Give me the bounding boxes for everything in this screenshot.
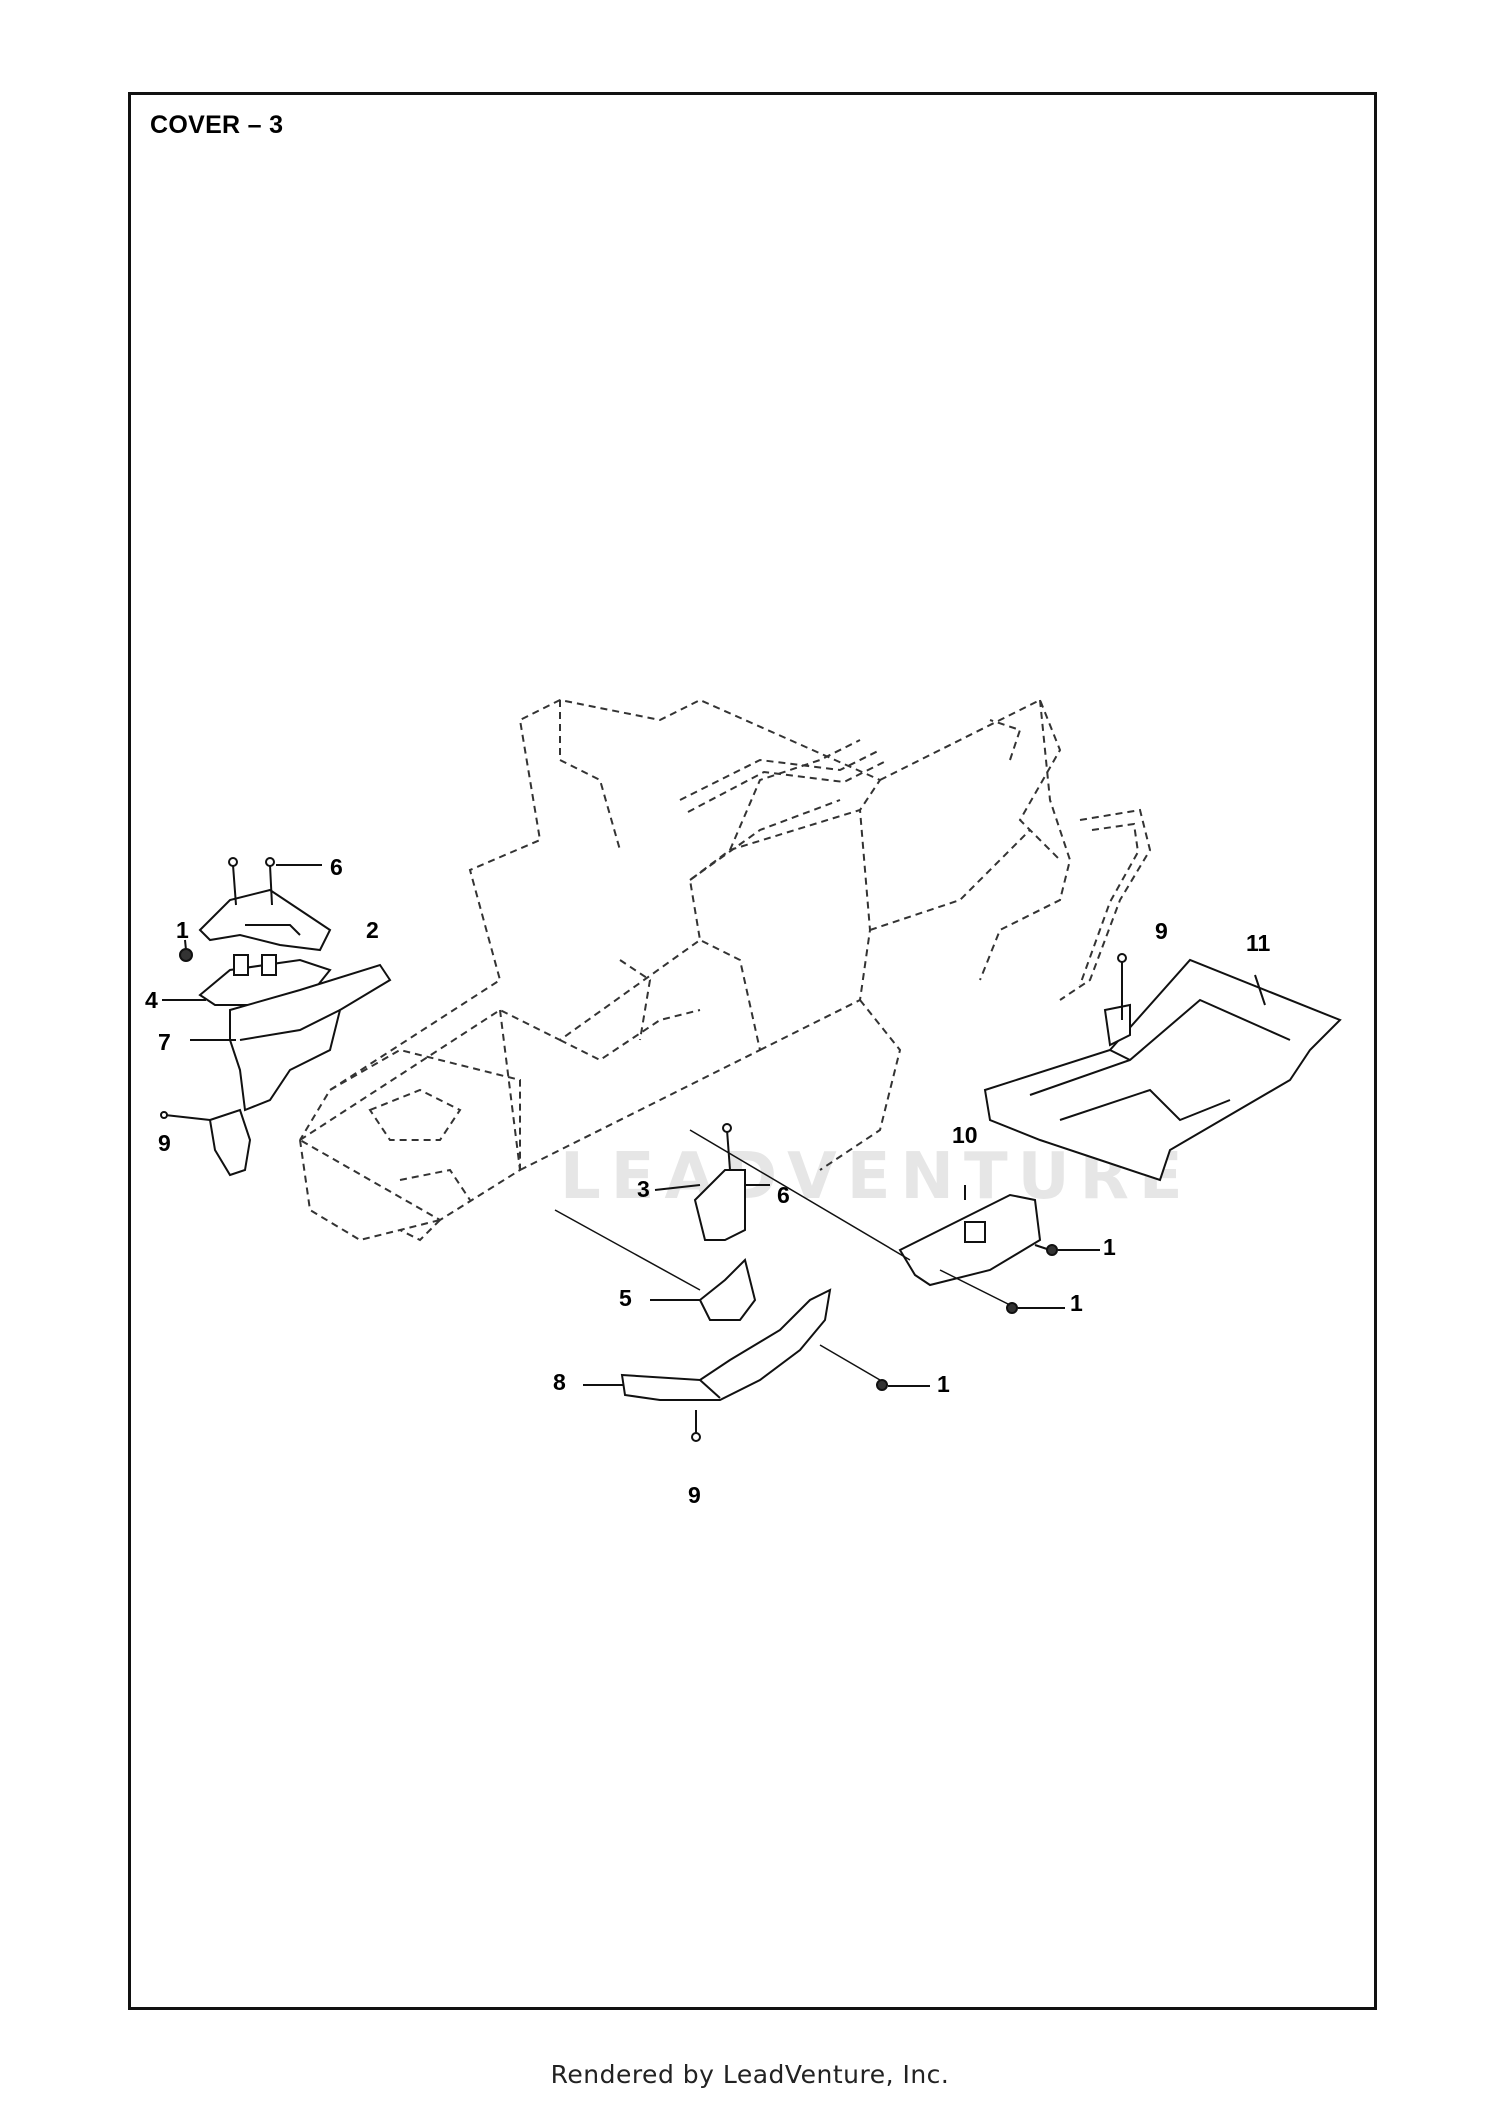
callout-2: 2: [366, 917, 379, 943]
callout-11: 11: [1246, 930, 1271, 956]
part-2-cover: [198, 888, 332, 952]
callout-5: 5: [619, 1285, 632, 1311]
part-9-left-piece: [208, 1108, 252, 1177]
part-5-cover: [698, 1258, 757, 1321]
callout-9-right: 9: [1155, 918, 1168, 944]
callout-1-right-a: 1: [1103, 1234, 1116, 1260]
callout-4: 4: [145, 987, 158, 1013]
callout-1-right-b: 1: [1070, 1290, 1083, 1316]
part-7-bracket: [229, 963, 392, 1112]
footer-credit: Rendered by LeadVenture, Inc.: [550, 2060, 950, 2089]
callout-6-top: 6: [330, 854, 343, 880]
part-8-side-cover: [620, 1288, 832, 1401]
callout-10: 10: [952, 1122, 978, 1148]
callout-9-bottom: 9: [688, 1482, 701, 1508]
diagram-title: COVER – 3: [150, 111, 284, 139]
callout-1-bottom: 1: [937, 1371, 950, 1397]
part-11-floor-pan: [983, 958, 1342, 1182]
callout-3: 3: [637, 1176, 650, 1202]
callout-7: 7: [158, 1029, 171, 1055]
callout-8: 8: [553, 1369, 566, 1395]
part-3-cover: [693, 1169, 746, 1241]
chassis-frame: [299, 698, 1152, 1242]
callout-1-left: 1: [176, 917, 189, 943]
callout-9-left: 9: [158, 1130, 171, 1156]
callout-6-mid: 6: [777, 1182, 790, 1208]
